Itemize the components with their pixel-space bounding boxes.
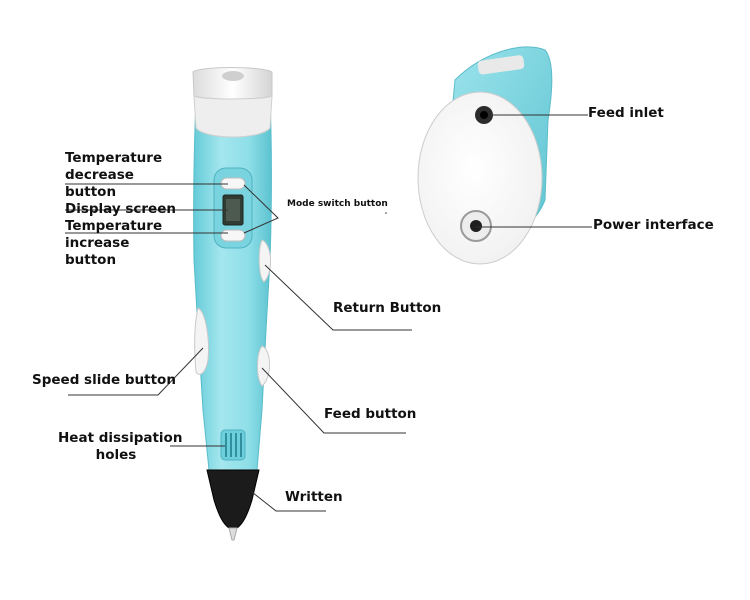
pen-feed-hole [222,71,244,81]
leader-return-button [264,264,412,331]
temperature-increase-button [220,229,246,242]
label-return-button: Return Button [333,300,442,316]
leader-mode-switch [243,184,279,234]
label-line: Heat dissipation [58,430,183,446]
display-glass [226,199,240,221]
label-line: button [65,252,117,268]
pen-cap-skirt [193,95,273,138]
label-speed-slide-button: Speed slide button [32,372,176,388]
return-button [258,239,271,283]
label-feed-button: Feed button [324,406,417,422]
label-line: increase [65,235,130,251]
pen-end-face [417,91,543,265]
heat-dissipation-holes [220,429,246,461]
nozzle [206,469,260,531]
label-line: button [65,184,117,200]
pen-end-view [417,46,553,265]
label-temperature-decrease-button: Temperature decrease button [65,150,162,201]
feed-inlet-hole [480,111,488,119]
pen-body [193,97,272,471]
label-written: Written [285,489,343,505]
stray-dot [385,212,387,214]
leader-lines [65,114,592,512]
label-temperature-increase-button: Temperature increase button [65,218,162,269]
feed-button [257,345,270,387]
label-line: holes [95,447,137,463]
label-display-screen: Display screen [65,201,176,217]
label-power-interface: Power interface [593,217,714,233]
label-line: Temperature [65,150,163,166]
label-feed-inlet: Feed inlet [588,105,664,121]
label-heat-dissipation-holes: Heat dissipation holes [58,430,183,464]
power-interface-pin [470,220,482,232]
speed-slide-button [194,307,209,375]
leader-feed-button [261,367,406,434]
label-mode-switch-button: Mode switch button [287,199,388,209]
label-line: Temperature [65,218,163,234]
label-line: decrease [65,167,134,183]
leader-speed-slide [68,347,204,396]
pen-side-view [192,67,273,541]
pen-end-stripe [477,55,525,75]
nozzle-tip [228,527,238,541]
leader-written [251,491,326,512]
